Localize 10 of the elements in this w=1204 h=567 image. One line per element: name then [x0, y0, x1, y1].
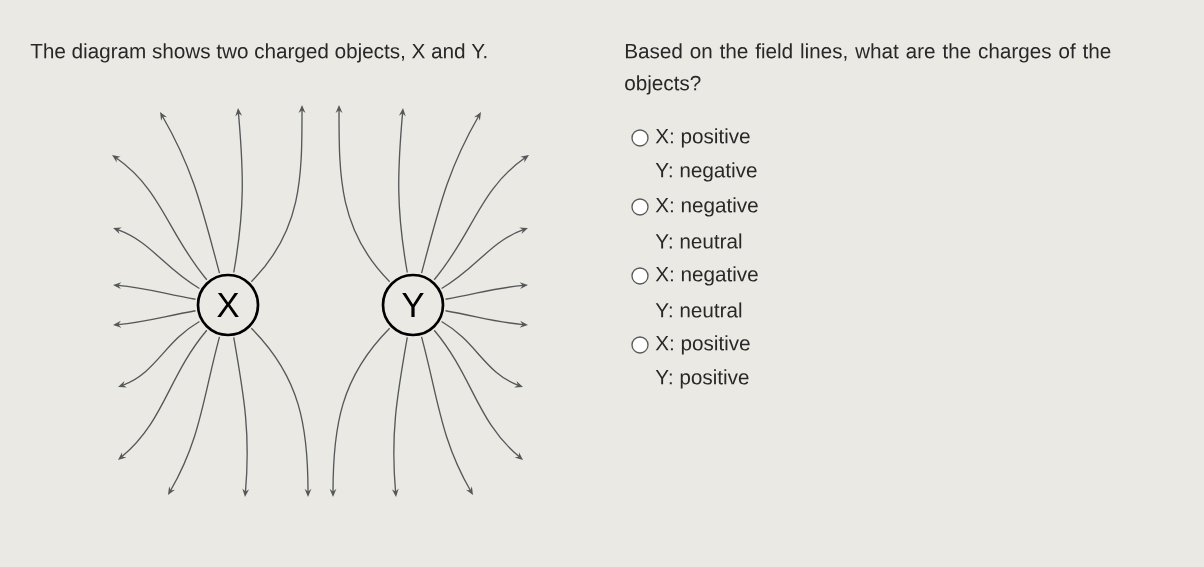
question-text: The diagram shows two charged objects, X and Y. — [30, 43, 487, 63]
answer-text: X: negative — [655, 266, 758, 286]
answer-text: X: negative — [655, 197, 758, 217]
answer-text: Y: negative — [655, 162, 757, 182]
answer-text: X: positive — [655, 335, 750, 355]
answer-text: Y: positive — [655, 369, 749, 389]
answer-text: Y: neutral — [655, 302, 742, 318]
question-text: Based on the field lines, what are the charges of the objects? — [625, 43, 1111, 95]
answer-text: Y: neutral — [655, 233, 742, 249]
answer-text: X: positive — [655, 128, 750, 148]
